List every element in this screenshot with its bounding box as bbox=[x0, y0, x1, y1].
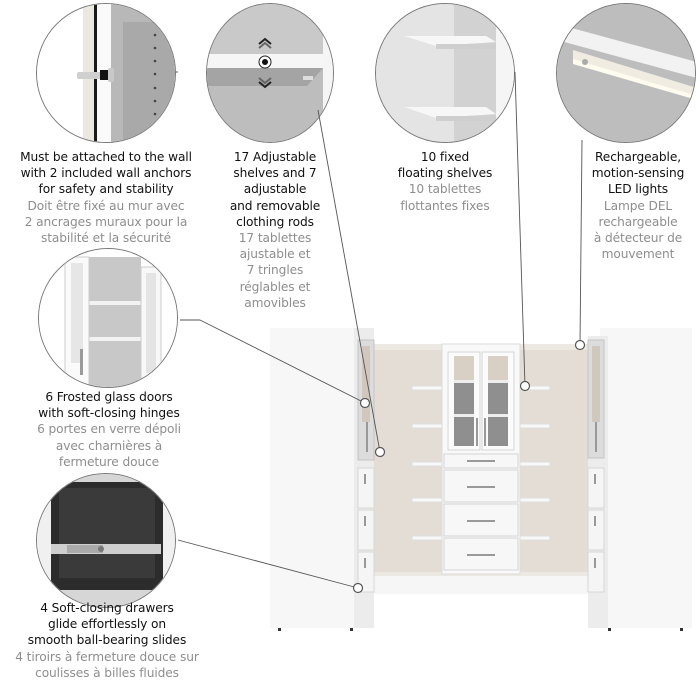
caption-fr: flottantes fixes bbox=[400, 198, 490, 213]
caption-fr: amovibles bbox=[244, 295, 306, 310]
caption-fr: coulisses à billes fluides bbox=[35, 665, 179, 680]
caption-en: shelves and 7 bbox=[233, 166, 317, 181]
caption-fr: fermeture douce bbox=[58, 454, 160, 469]
glass-doors-detail-image bbox=[38, 248, 178, 388]
caption-fr: 2 ancrages muraux pour la bbox=[24, 214, 188, 229]
caption-en: 6 Frosted glass doors bbox=[45, 390, 173, 404]
caption-fr: Doit être fixé au mur avec bbox=[27, 198, 185, 213]
caption-en: LED lights bbox=[607, 182, 669, 197]
caption-fr: 6 portes en verre dépoli bbox=[37, 422, 181, 437]
caption-en: and removable bbox=[229, 198, 321, 213]
caption-en: with 2 included wall anchors bbox=[20, 166, 192, 181]
caption-en: adjustable bbox=[243, 182, 307, 197]
wall-anchor-icon bbox=[37, 4, 175, 142]
caption-en: glide effortlessly on bbox=[47, 617, 167, 632]
caption-en: for safety and stability bbox=[38, 182, 174, 197]
led-lights-detail-image bbox=[556, 3, 696, 143]
caption-fr: stabilité et la sécurité bbox=[40, 231, 172, 246]
caption-en: floating shelves bbox=[397, 166, 493, 181]
caption-fr: rechargeable bbox=[598, 214, 678, 229]
caption-led-lights: Rechargeable, motion-sensing LED lights … bbox=[576, 149, 700, 262]
walk-in-closet-illustration bbox=[262, 322, 700, 640]
caption-drawers: 4 Soft-closing drawers glide effortlessl… bbox=[0, 600, 214, 681]
adjustable-shelves-detail-image bbox=[206, 3, 334, 143]
caption-wall-anchor: Must be attached to the wall with 2 incl… bbox=[0, 149, 212, 246]
caption-en: motion-sensing bbox=[591, 166, 685, 181]
caption-en: Must be attached to the wall bbox=[20, 150, 192, 164]
caption-en: Rechargeable, bbox=[594, 150, 681, 164]
caption-floating-shelves: 10 fixed floating shelves 10 tablettes f… bbox=[378, 149, 512, 214]
caption-fr: mouvement bbox=[601, 247, 675, 262]
caption-en: 17 Adjustable bbox=[233, 150, 317, 164]
caption-en: clothing rods bbox=[236, 214, 314, 229]
caption-fr: avec charnières à bbox=[55, 438, 163, 453]
closet-icon bbox=[270, 328, 692, 631]
glass-door-icon bbox=[39, 249, 177, 387]
caption-en: 4 Soft-closing drawers bbox=[40, 601, 174, 615]
caption-fr: 4 tiroirs à fermeture douce sur bbox=[15, 649, 199, 664]
caption-fr: à détecteur de bbox=[593, 231, 683, 246]
floating-shelves-detail-image bbox=[375, 3, 515, 143]
caption-glass-doors: 6 Frosted glass doors with soft-closing … bbox=[14, 389, 204, 470]
wall-anchor-detail-image bbox=[36, 3, 176, 143]
drawers-detail-image bbox=[36, 473, 176, 608]
caption-en: with soft-closing hinges bbox=[38, 406, 180, 421]
caption-fr: 17 tablettes bbox=[238, 231, 312, 246]
caption-fr: ajustable et bbox=[239, 247, 311, 262]
caption-en: smooth ball-bearing slides bbox=[27, 633, 187, 648]
adjustable-shelf-icon bbox=[207, 4, 333, 142]
caption-fr: 10 tablettes bbox=[408, 182, 482, 197]
caption-fr: réglables et bbox=[239, 279, 311, 294]
drawer-slide-icon bbox=[37, 474, 175, 607]
caption-fr: Lampe DEL bbox=[603, 198, 673, 213]
led-light-icon bbox=[557, 4, 695, 142]
caption-en: 10 fixed bbox=[420, 150, 470, 164]
caption-adjustable-shelves: 17 Adjustable shelves and 7 adjustable a… bbox=[212, 149, 338, 311]
floating-shelf-icon bbox=[376, 4, 514, 142]
caption-fr: 7 tringles bbox=[246, 263, 304, 278]
